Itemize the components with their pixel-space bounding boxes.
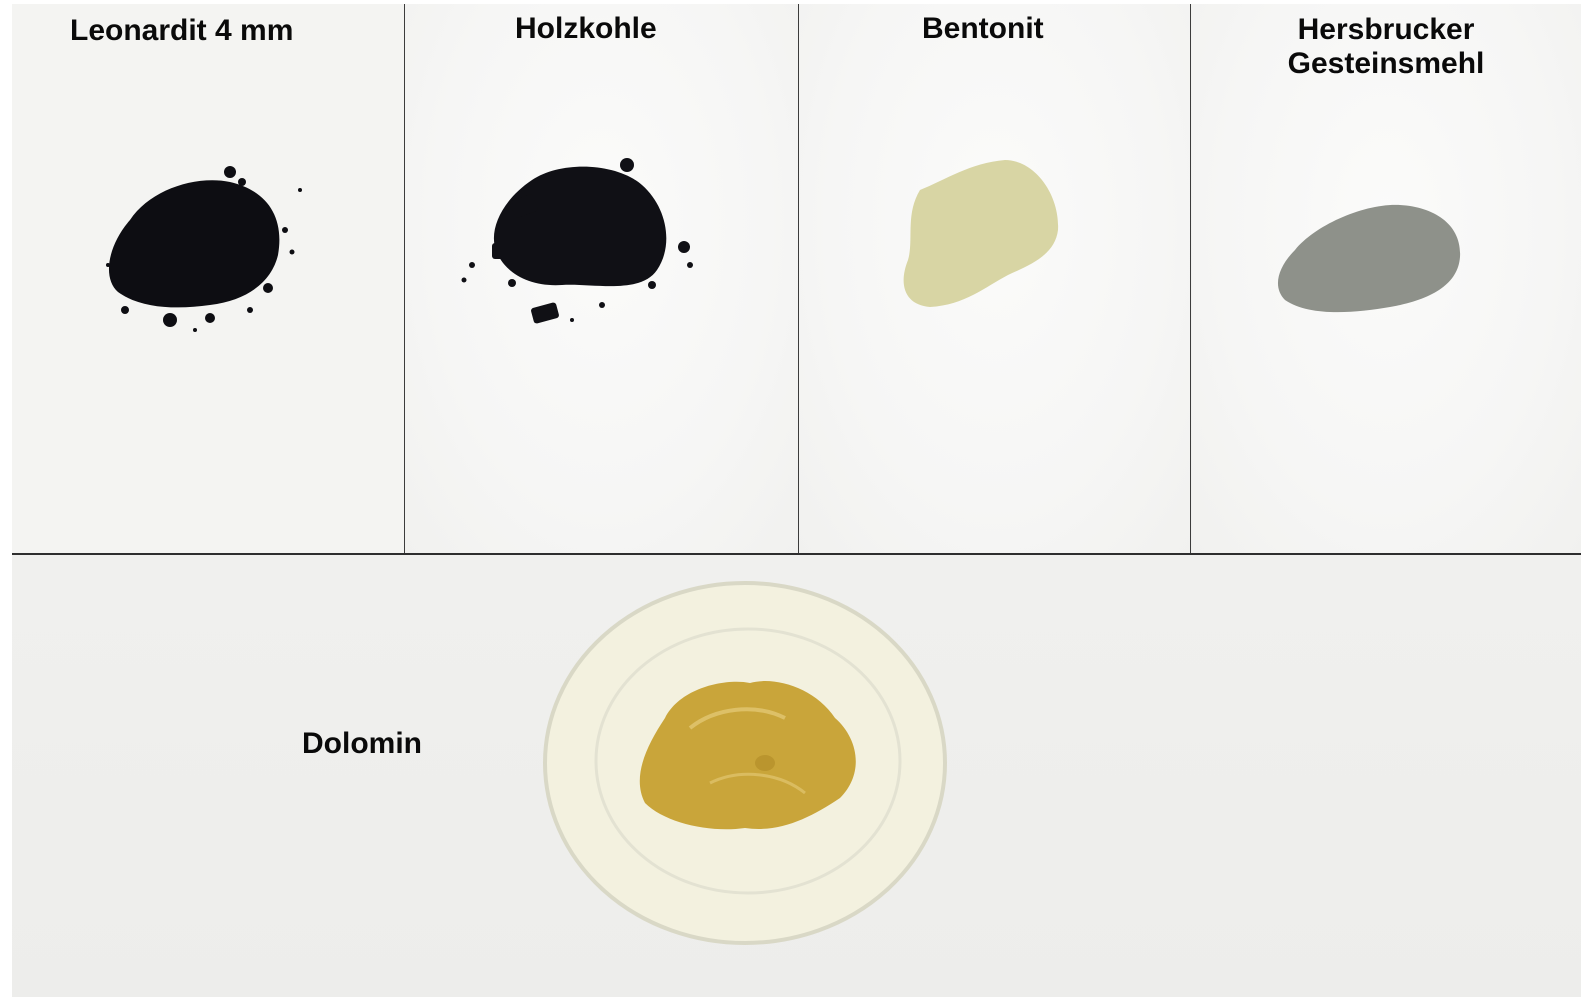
- bentonit-pile: [890, 155, 1070, 320]
- label-dolomin: Dolomin: [302, 727, 422, 760]
- label-holzkohle: Holzkohle: [515, 12, 657, 45]
- row-divider: [12, 553, 1581, 555]
- panel-divider: [798, 4, 799, 554]
- label-bentonit: Bentonit: [922, 12, 1044, 45]
- panel-divider: [404, 4, 405, 554]
- label-gesteinsmehl: Hersbrucker Gesteinsmehl: [1287, 13, 1485, 80]
- panel-divider: [1190, 4, 1191, 554]
- label-leonardit: Leonardit 4 mm: [70, 14, 294, 47]
- holzkohle-pile: [452, 155, 702, 345]
- petri-dish: [540, 578, 950, 948]
- gesteinsmehl-pile: [1270, 195, 1470, 330]
- leonardit-pile: [100, 160, 310, 340]
